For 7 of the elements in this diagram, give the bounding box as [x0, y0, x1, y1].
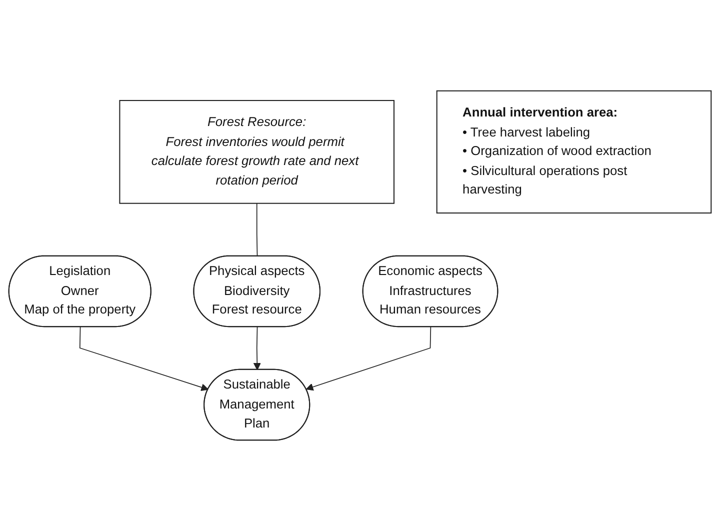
- connector: [256, 202, 258, 257]
- arrow: [79, 326, 209, 391]
- arrow: [253, 326, 261, 370]
- arrow: [306, 326, 432, 391]
- diagram: Forest Resource: Forest inventories would permit calculate forest growth rate and next rotation period Annual intervention area: • Tree harvest labeling • Organization of wood extraction • Silvicultural operations post harvesting Legislation Owner Map of the property Physical aspects Biodiversity Forest resource Economic aspects Infrastructures Human resources Sustainable Management Plan: [2, 84, 718, 447]
- node-box: [436, 90, 712, 214]
- node-box: [119, 100, 394, 204]
